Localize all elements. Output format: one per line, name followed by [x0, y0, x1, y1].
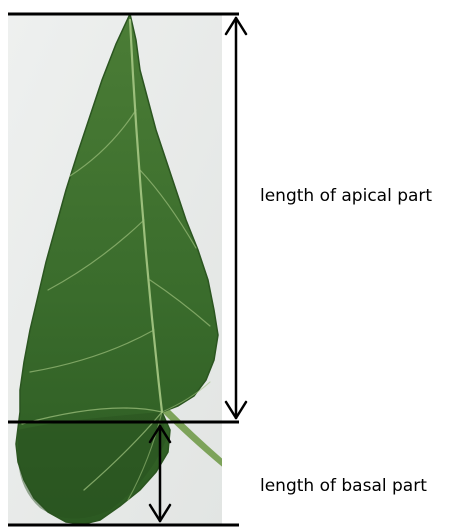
leaf-photo	[8, 14, 226, 526]
basal-length-label: length of basal part	[260, 476, 427, 496]
apical-length-label: length of apical part	[260, 186, 432, 206]
apical-length-arrow	[226, 18, 246, 418]
